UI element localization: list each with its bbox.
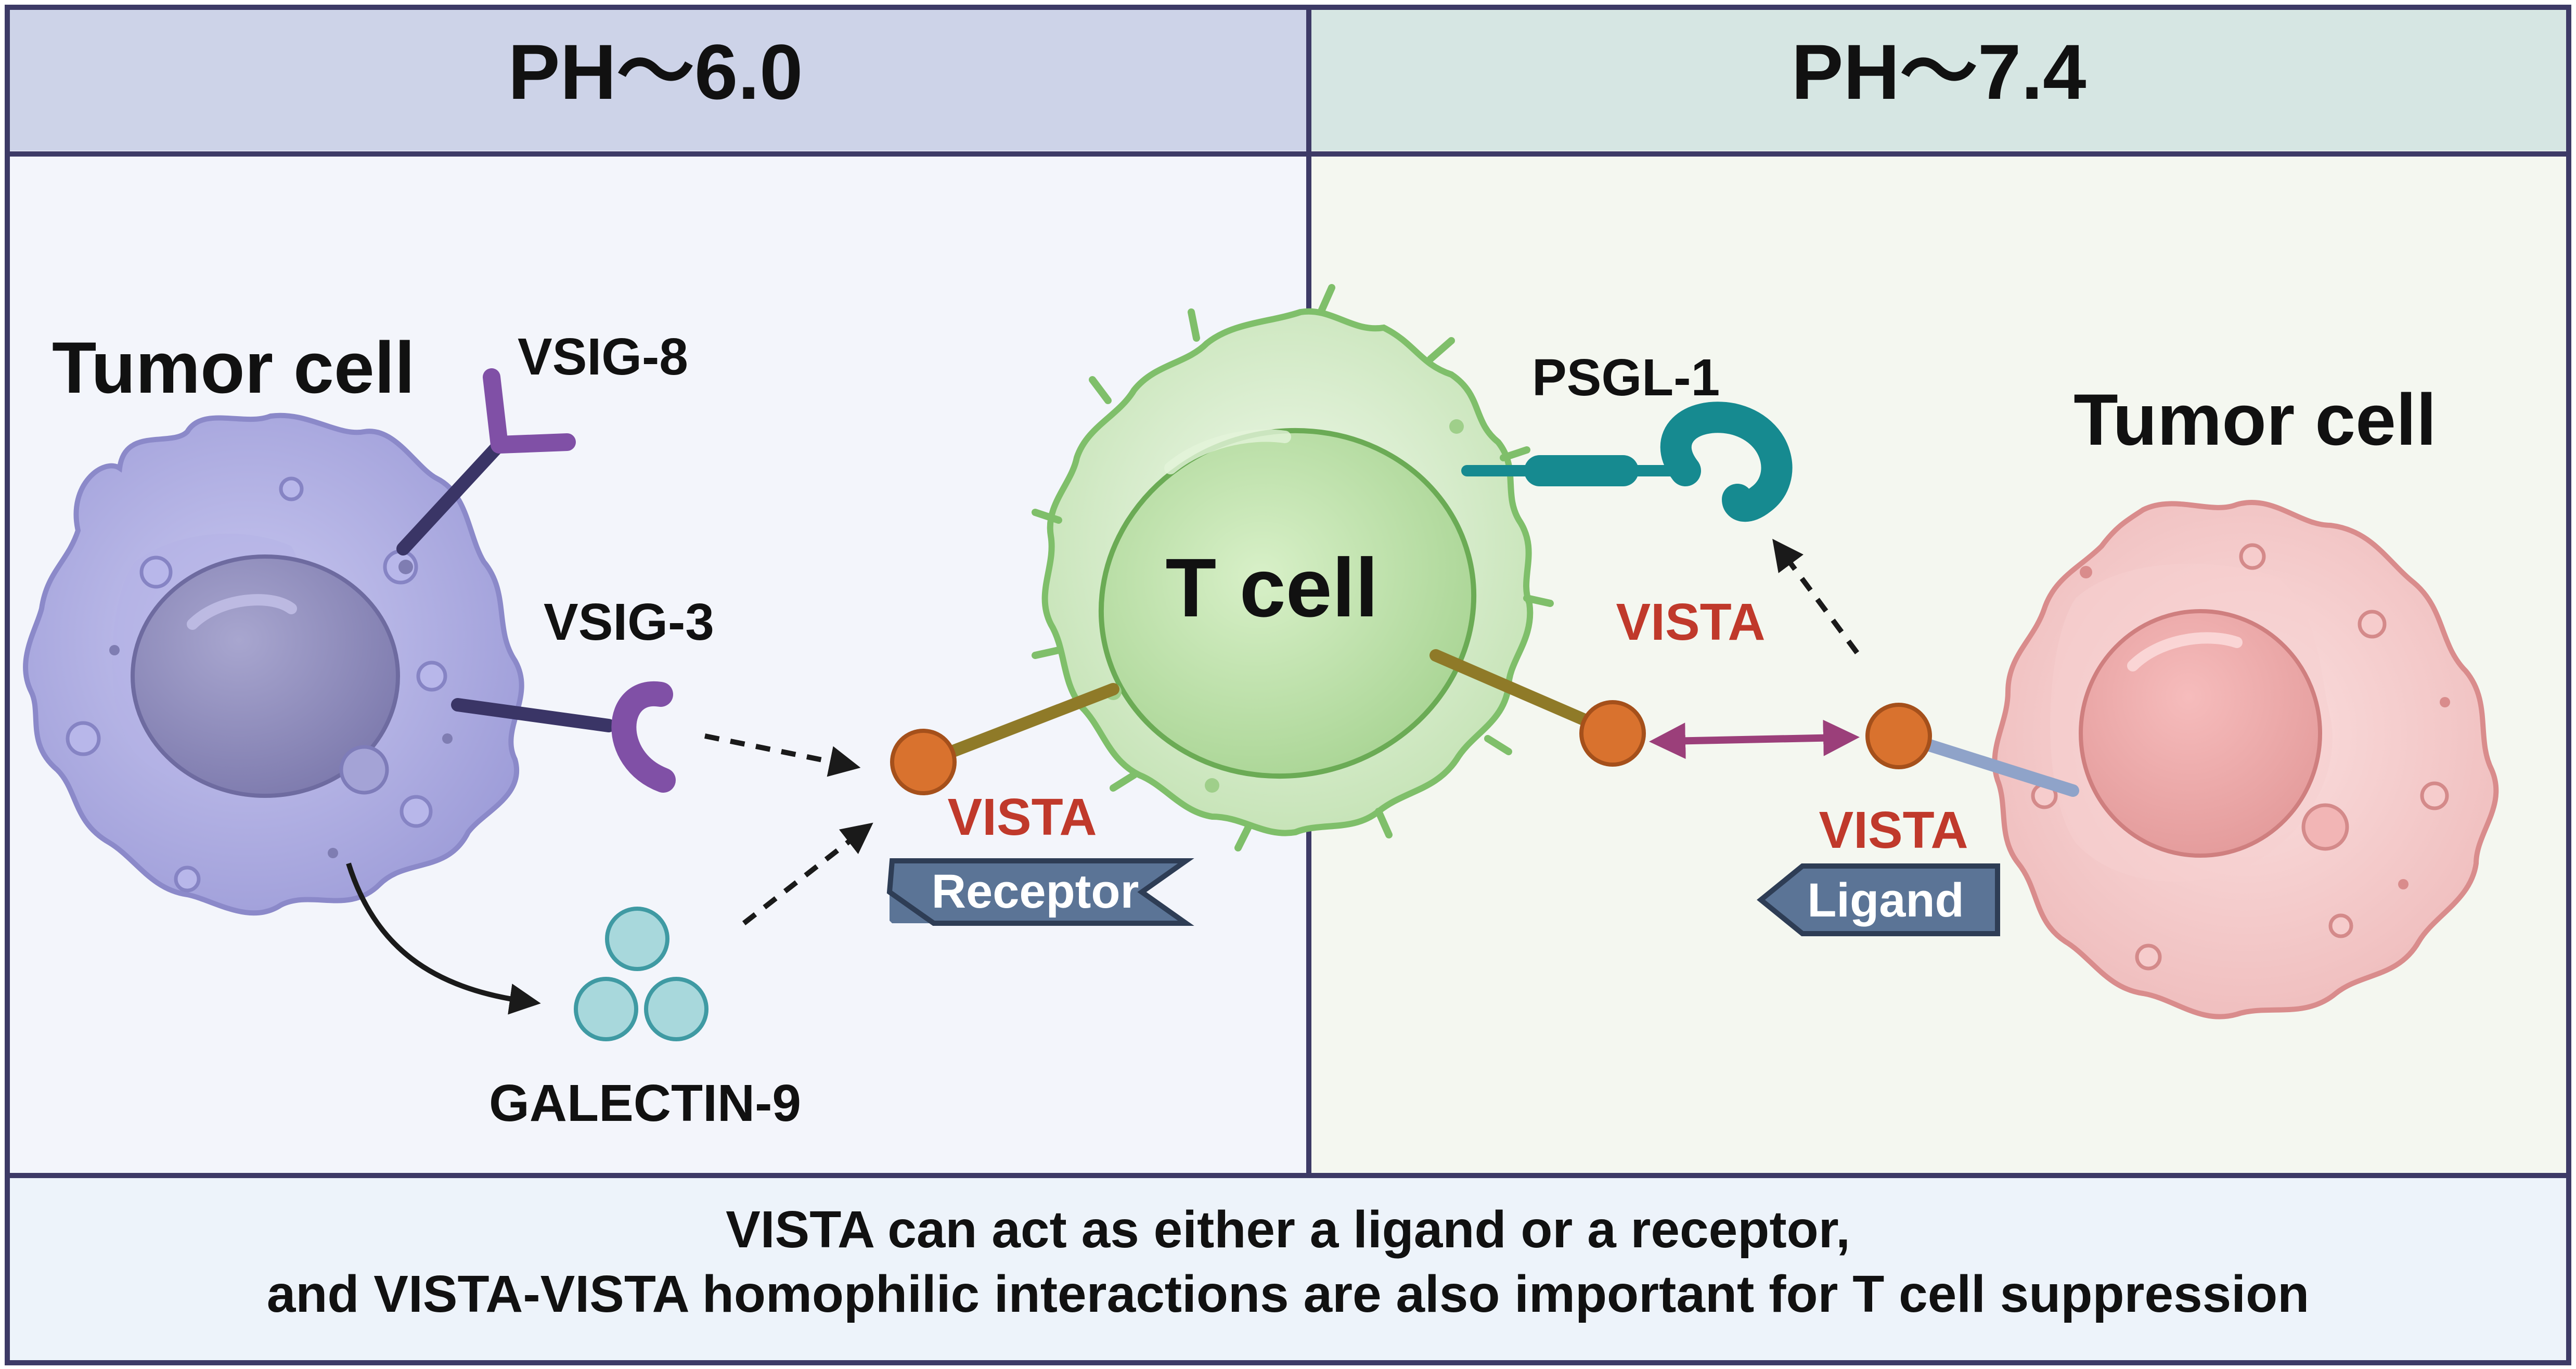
vista-receptor-label: VISTA bbox=[947, 788, 1097, 846]
vsig8-molecule bbox=[396, 368, 576, 556]
caption-background bbox=[7, 1176, 2569, 1363]
vista-tcell-right-label: VISTA bbox=[1616, 593, 1765, 651]
vsig3-label: VSIG-3 bbox=[544, 593, 714, 651]
tumor-cell-right-illustration bbox=[1992, 499, 2499, 1019]
caption-line-2: and VISTA-VISTA homophilic interactions … bbox=[267, 1265, 2310, 1323]
left-panel-header: PH～6.0 bbox=[508, 28, 803, 115]
frame bbox=[5, 5, 2571, 1365]
psgl1-label: PSGL-1 bbox=[1532, 348, 1720, 407]
receptor-tag-text: Receptor bbox=[932, 865, 1139, 918]
psgl1-molecule bbox=[1461, 402, 1793, 522]
secretion-arrow bbox=[346, 862, 541, 1015]
ligand-tag: Ligand bbox=[1757, 863, 2000, 936]
caption-line-1: VISTA can act as either a ligand or a re… bbox=[726, 1200, 1850, 1259]
tumor-cell-left-illustration bbox=[23, 412, 524, 916]
left-header-background bbox=[7, 7, 1309, 151]
vista-ligand-label: VISTA bbox=[1819, 801, 1968, 859]
tumor-cell-right-label: Tumor cell bbox=[2073, 379, 2437, 460]
vista-receptor-molecule bbox=[890, 683, 1119, 795]
vista-vista-interaction-arrow bbox=[1649, 719, 1860, 759]
vista-ligand-molecule bbox=[1865, 703, 2079, 797]
vsig3-molecule bbox=[451, 681, 676, 793]
right-header-background bbox=[1309, 7, 2570, 151]
receptor-tag: Receptor bbox=[886, 858, 1194, 926]
t-cell-label: T cell bbox=[1165, 541, 1378, 634]
vista-tcell-right-molecule bbox=[1429, 649, 1646, 767]
vista-to-psgl1-arrow bbox=[1772, 538, 1860, 654]
right-panel-header: PH～7.4 bbox=[1792, 28, 2086, 115]
galectin9-molecules bbox=[574, 907, 709, 1041]
ligand-tag-text: Ligand bbox=[1807, 874, 1964, 927]
tumor-cell-left-label: Tumor cell bbox=[52, 327, 415, 408]
vsig8-label: VSIG-8 bbox=[518, 328, 688, 386]
t-cell-illustration bbox=[1032, 284, 1554, 851]
galectin9-label: GALECTIN-9 bbox=[489, 1074, 801, 1132]
